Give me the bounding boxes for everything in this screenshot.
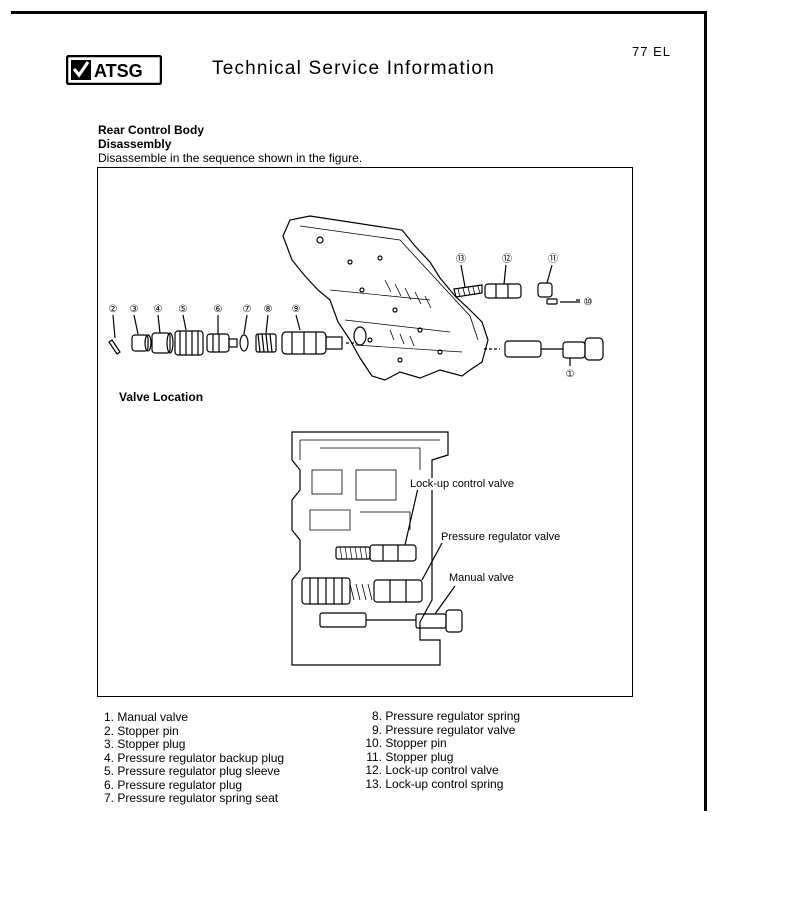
callout-1: ① [566, 369, 575, 380]
label-pressure-regulator-valve: Pressure regulator valve [440, 531, 562, 543]
valve-body-outline [282, 215, 489, 381]
callout-5: ⑤ [179, 304, 188, 315]
parts-list-right: 8. Pressure regulator spring 9. Pressure… [364, 709, 521, 791]
label-manual-valve: Manual valve [448, 572, 515, 584]
lockup-spring-13 [453, 284, 483, 298]
list-item: 4. Pressure regulator backup plug [103, 750, 285, 765]
callout-7: ⑦ [243, 304, 252, 315]
list-item: 9. Pressure regulator valve [371, 722, 516, 737]
label-lockup-control-valve: Lock-up control valve [409, 478, 515, 490]
section-subtitle: Disassembly [98, 137, 172, 151]
list-item: 3. Stopper plug [103, 737, 186, 751]
parts-list-left: 1. Manual valve 2. Stopper pin 3. Stoppe… [103, 710, 285, 806]
callout-10: ⑩ [584, 297, 593, 308]
list-item: 8. Pressure regulator spring [371, 709, 521, 723]
list-item: 10. Stopper pin [365, 736, 447, 750]
list-item: 13. Lock-up control spring [365, 776, 504, 791]
stopper-plug-11 [537, 282, 553, 298]
figure-frame [97, 167, 633, 697]
spring-seat-7 [239, 334, 249, 352]
list-item: 2. Stopper pin [103, 723, 179, 738]
stopper-plug-3 [131, 334, 149, 352]
callout-9: ⑨ [292, 304, 301, 315]
list-item: 11. Stopper plug [366, 749, 454, 764]
backup-plug-4 [151, 332, 171, 354]
page-title: Technical Service Information [212, 58, 495, 79]
right-border-line [704, 11, 707, 811]
instruction-text: Disassemble in the sequence shown in the… [98, 151, 363, 165]
logo-text: ATSG [94, 61, 143, 81]
list-item: 6. Pressure regulator plug [103, 777, 243, 792]
valve-location-title: Valve Location [119, 390, 204, 404]
list-item: 5. Pressure regulator plug sleeve [103, 764, 281, 778]
stopper-pin-10 [546, 298, 558, 305]
atsg-logo: ATSG [66, 55, 162, 85]
list-item: 12. Lock-up control valve [365, 763, 499, 777]
section-title: Rear Control Body [98, 123, 205, 137]
callout-4: ④ [154, 304, 163, 315]
page-number: 77 EL [632, 44, 671, 59]
list-item: 1. Manual valve [103, 710, 189, 724]
callout-8: ⑧ [264, 304, 273, 315]
callout-13: ⑬ [456, 253, 466, 265]
callout-11: ⑪ [548, 253, 558, 265]
lockup-valve-12 [484, 283, 522, 299]
valve-location-outline [291, 431, 449, 666]
regulator-plug-6 [206, 333, 230, 353]
callout-6: ⑥ [214, 304, 223, 315]
top-border-line [11, 11, 707, 14]
callout-2: ② [109, 304, 118, 315]
callout-12: ⑫ [502, 253, 512, 265]
manual-valve-1 [504, 340, 542, 358]
callout-3: ③ [130, 304, 139, 315]
stopper-pin-2 [108, 339, 121, 355]
plug-sleeve-5 [174, 330, 204, 356]
list-item: 7. Pressure regulator spring seat [103, 791, 279, 805]
